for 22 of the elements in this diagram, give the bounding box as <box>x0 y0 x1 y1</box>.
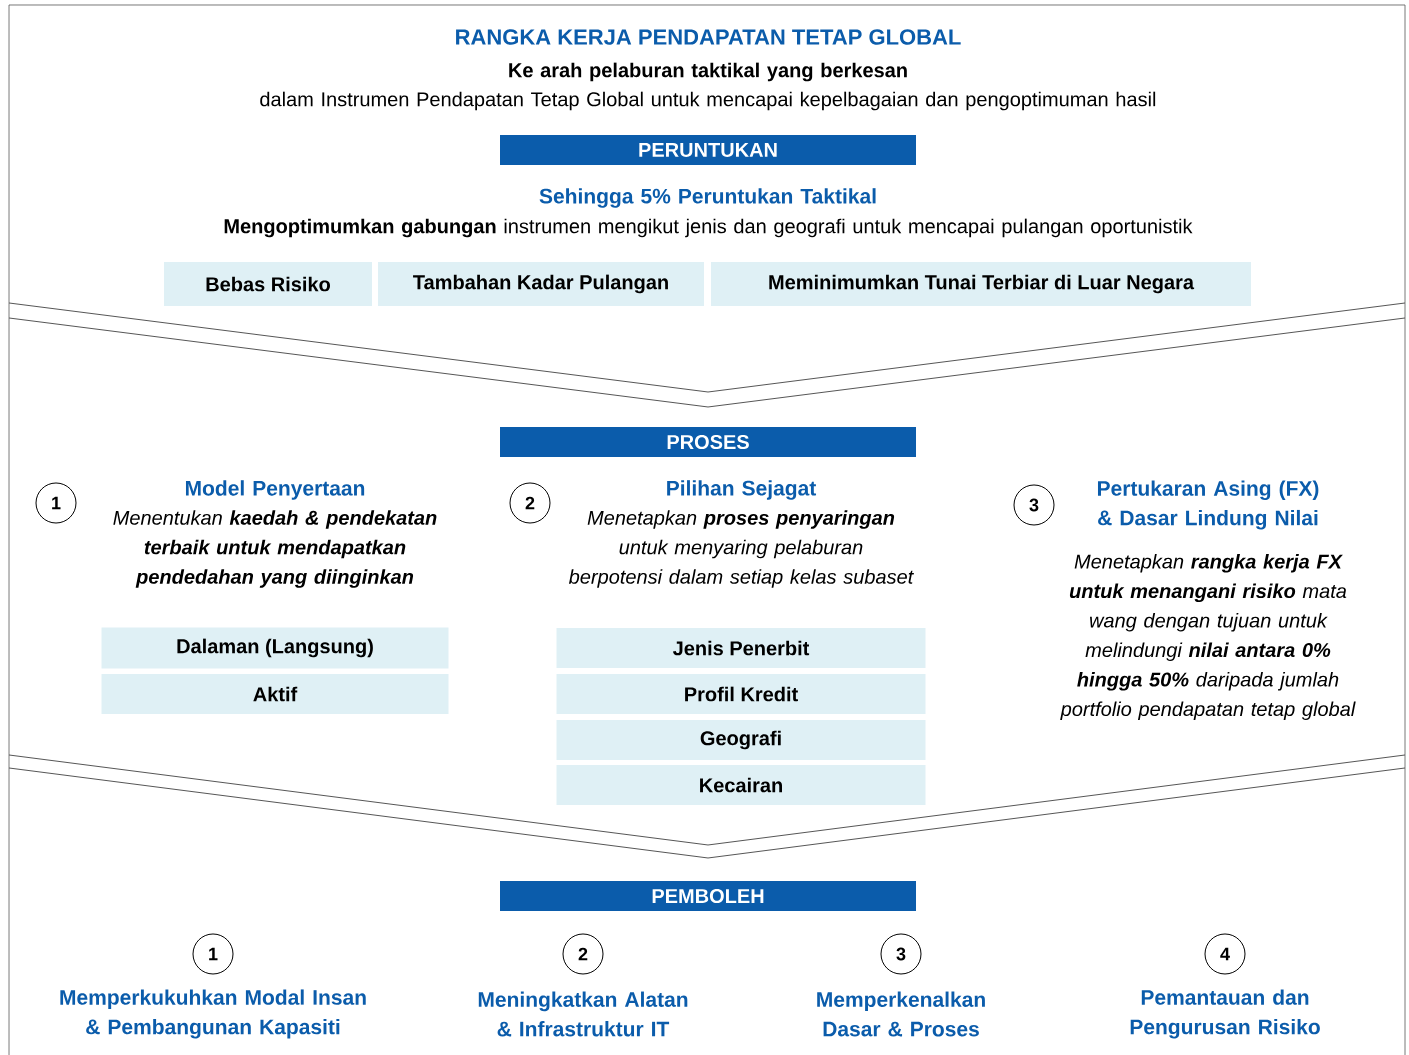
section-banner: PROSES <box>500 427 916 457</box>
title: RANGKA KERJA PENDAPATAN TETAP GLOBAL <box>456 29 961 45</box>
subtitle: Ke arah pelaburan taktikal yang berkesan <box>509 62 907 82</box>
category-box: Tambahan Kadar Pulangan <box>378 262 704 306</box>
description: Menetapkan proses penyaringan untuk menyaring pelaburan berpotensi dalam setiap kelas subaset <box>568 510 914 588</box>
description: Menetapkan rangka kerja FX untuk menangani risiko mata wang dengan tujuan untuk melindungi nilai antara 0% hingga 50% daripada jumlah portfolio pendapatan tetap global <box>1060 553 1356 721</box>
section-heading: Sehingga 5% Peruntukan Taktikal <box>539 188 876 208</box>
column-heading: Pilihan Sejagat <box>667 480 817 500</box>
category-box: Aktif <box>101 674 449 714</box>
category-box: Kecairan <box>556 765 926 805</box>
category-box: Bebas Risiko <box>164 262 372 306</box>
category-box: Meminimumkan Tunai Terbiar di Luar Negara <box>711 262 1251 306</box>
category-box: Geografi <box>556 720 926 760</box>
section-banner: PEMBOLEH <box>500 881 916 911</box>
category-box: Profil Kredit <box>556 674 926 714</box>
description: Mengoptimumkan gabungan instrumen mengikut jenis dan geografi untuk mencapai pulangan oportunistik <box>224 218 1193 238</box>
category-box: Dalaman (Langsung) <box>101 627 449 669</box>
section-banner: PERUNTUKAN <box>500 135 916 165</box>
category-box: Jenis Penerbit <box>556 628 926 668</box>
subtitle: dalam Instrumen Pendapatan Tetap Global untuk mencapai kepelbagaian dan pengoptimuman hasil <box>260 91 1156 111</box>
column-heading: Model Penyertaan <box>186 480 365 500</box>
description: Menentukan kaedah & pendekatan terbaik untuk mendapatkan pendedahan yang diinginkan <box>113 510 437 588</box>
